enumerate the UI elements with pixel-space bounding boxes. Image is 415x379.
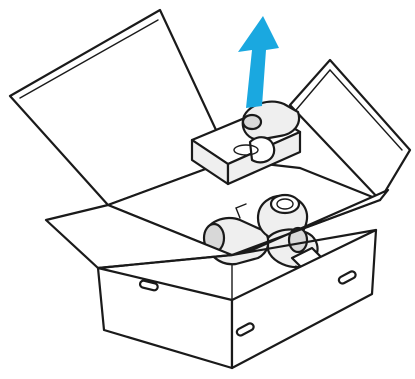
lift-up-arrow-icon (238, 16, 279, 108)
